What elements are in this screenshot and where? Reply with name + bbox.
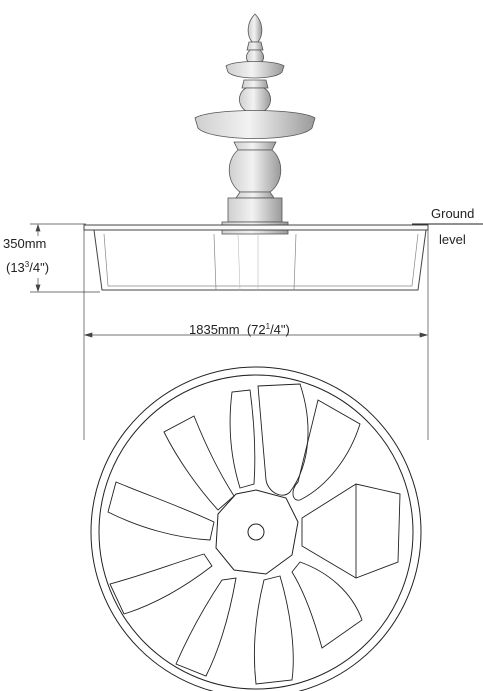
width-in-numerator: 1 xyxy=(265,322,271,331)
depth-dimension-line xyxy=(30,223,100,293)
pond-centre-hub xyxy=(215,489,299,575)
fountain-finial xyxy=(247,13,263,43)
depth-mm-text: 350mm xyxy=(3,236,47,251)
width-dimension-line xyxy=(83,228,429,440)
pond-outer-rim xyxy=(90,366,422,691)
width-in-denominator: /4") xyxy=(270,322,290,337)
width-mm-text: 1835mm xyxy=(189,322,240,337)
ground-level-label: Ground xyxy=(431,206,474,222)
width-in-whole: (72 xyxy=(246,322,266,337)
fountain-plinth xyxy=(227,197,283,223)
fountain-upper-bowl xyxy=(225,61,285,79)
depth-label-mm: 350mm xyxy=(3,236,46,252)
ground-text: Ground xyxy=(431,206,475,221)
level-text: level xyxy=(439,232,466,247)
ground-level-label-line2: level xyxy=(439,232,466,248)
depth-in-denominator: /4") xyxy=(29,260,50,275)
width-label: 1835mm (721/4") xyxy=(189,319,290,338)
pond-compartments xyxy=(107,383,401,685)
depth-in-whole: (13 xyxy=(6,260,25,275)
pond-basin-elevation xyxy=(83,224,429,291)
pond-plan-view xyxy=(90,366,422,691)
fountain-statue xyxy=(194,13,316,235)
fountain-middle-bowl xyxy=(194,110,316,139)
depth-label-inches: (133/4") xyxy=(6,257,49,276)
pond-basin-outline xyxy=(93,229,427,291)
depth-in-numerator: 3 xyxy=(24,260,30,269)
pond-centre-outlet xyxy=(247,523,265,541)
pond-inner-rim xyxy=(98,374,414,690)
